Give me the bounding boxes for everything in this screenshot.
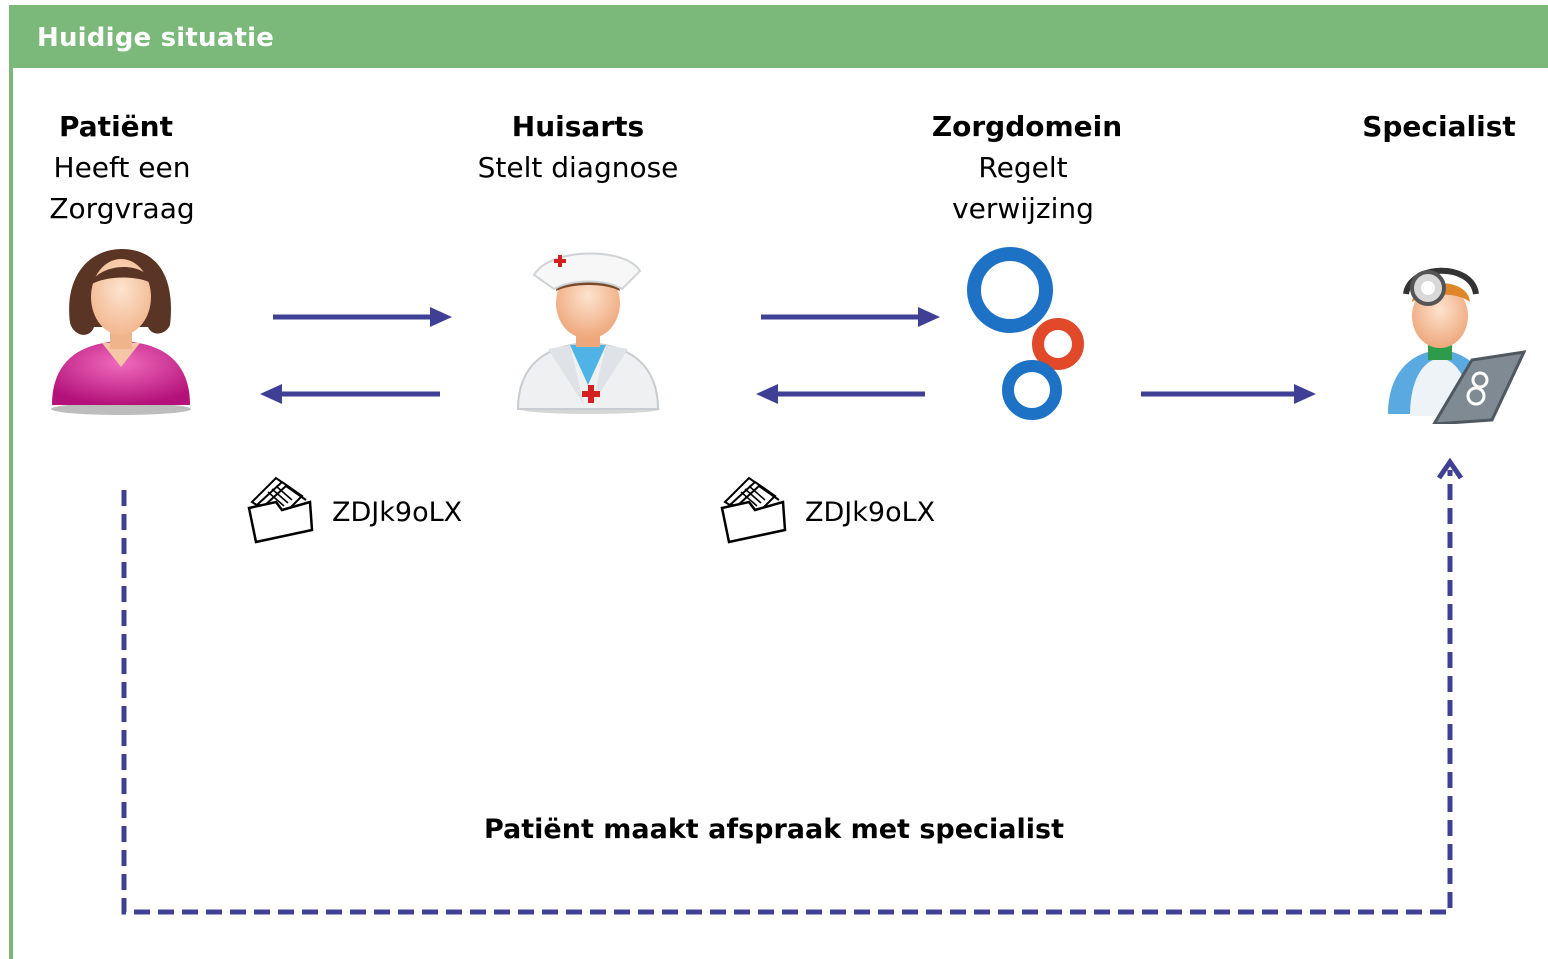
actor-zorgdomein-desc-2: verwijzing xyxy=(952,192,1094,225)
actor-patient-label: Patiënt Heeft een Zorgvraag xyxy=(30,106,214,229)
zorgdomein-logo-icon xyxy=(967,247,1084,420)
document-code-1: ZDJk9oLX xyxy=(332,497,463,528)
actor-huisarts-name: Huisarts xyxy=(511,110,645,143)
appointment-note: Patiënt maakt afspraak met specialist xyxy=(483,814,1065,845)
diagram-frame xyxy=(9,5,1548,959)
actor-patient-desc-2: Zorgvraag xyxy=(49,192,195,225)
actor-zorgdomein-label: Zorgdomein Regelt verwijzing xyxy=(918,106,1128,229)
actor-huisarts-label: Huisarts Stelt diagnose xyxy=(470,106,686,188)
arrow-zorgdomein-to-specialist xyxy=(1141,384,1316,404)
actor-huisarts-desc-1: Stelt diagnose xyxy=(477,151,679,184)
folder-documents-icon xyxy=(247,476,314,544)
arrow-patient-to-huisarts xyxy=(273,307,452,327)
actor-zorgdomein-name: Zorgdomein xyxy=(931,110,1123,143)
header-title: Huidige situatie xyxy=(37,23,275,53)
header-bar: Huidige situatie xyxy=(9,5,1548,68)
actor-specialist-label: Specialist xyxy=(1350,106,1528,147)
patient-woman-icon xyxy=(51,249,191,415)
nurse-doctor-icon xyxy=(516,252,660,414)
dashed-path-patient-to-specialist xyxy=(121,457,1464,915)
specialist-doctor-laptop-icon xyxy=(1388,267,1526,424)
document-code-2: ZDJk9oLX xyxy=(805,497,936,528)
actor-specialist-name: Specialist xyxy=(1362,110,1516,143)
arrow-zorgdomein-to-huisarts xyxy=(756,384,925,404)
actor-patient-name: Patiënt xyxy=(59,110,173,143)
actor-zorgdomein-desc-1: Regelt xyxy=(978,151,1068,184)
actor-patient-desc-1: Heeft een xyxy=(53,151,191,184)
folder-documents-icon xyxy=(720,476,787,544)
arrow-huisarts-to-zorgdomein xyxy=(761,307,940,327)
arrow-huisarts-to-patient xyxy=(260,384,440,404)
